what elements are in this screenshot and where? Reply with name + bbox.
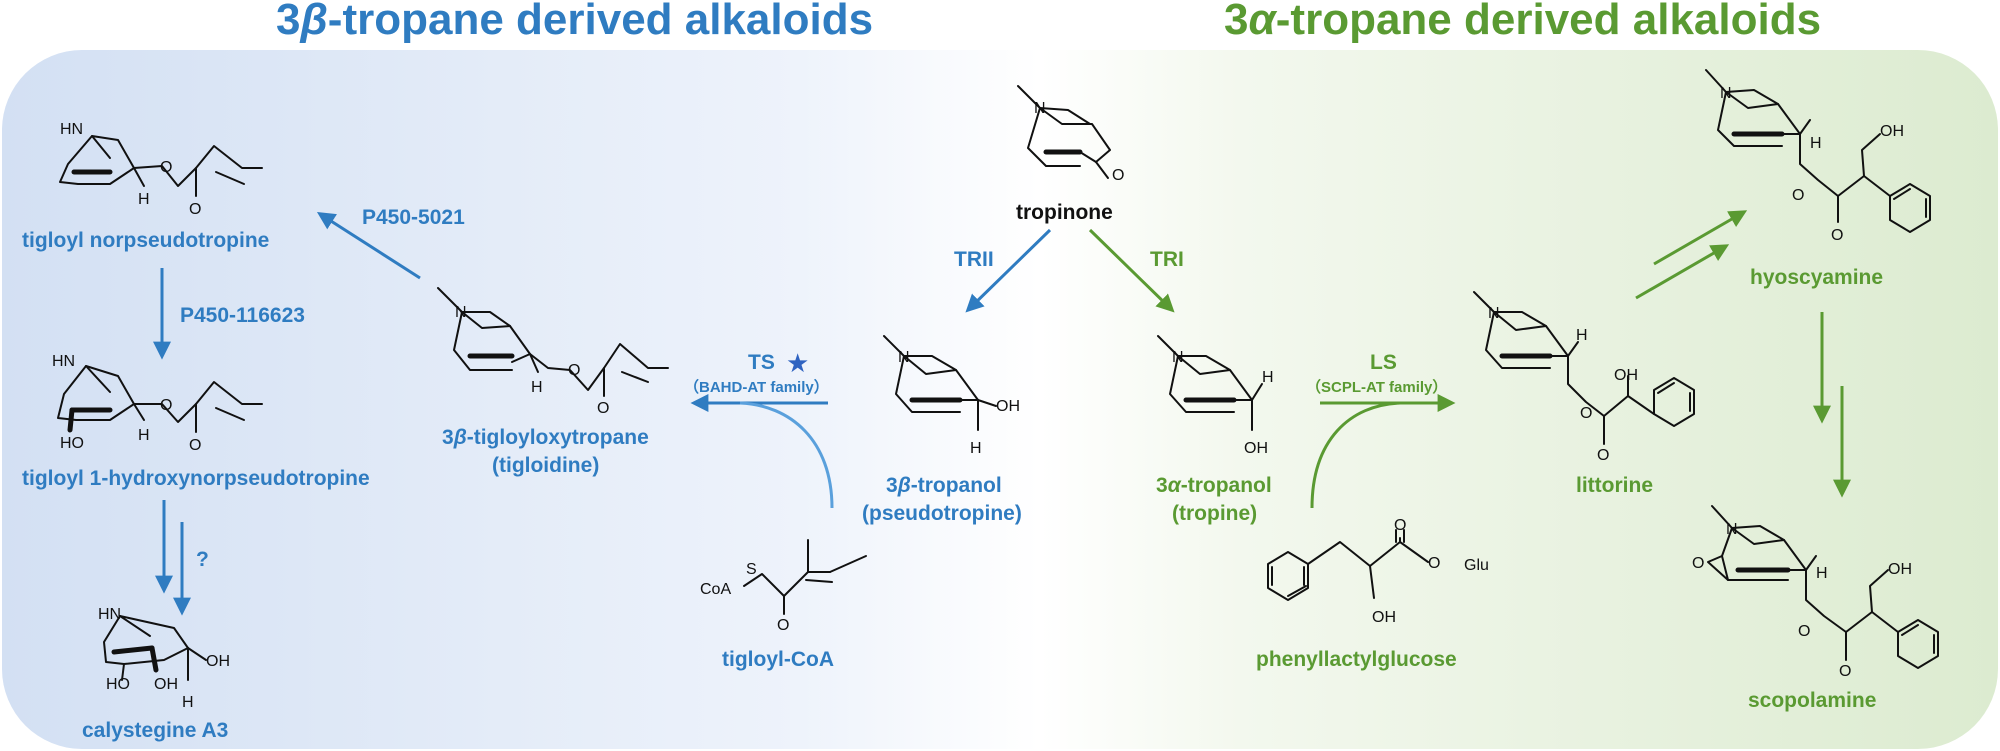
ts-star-icon: ★ xyxy=(786,349,809,379)
arrow-to-hyoscyamine-1 xyxy=(1653,210,1748,266)
label-tropinone: tropinone xyxy=(1016,201,1113,224)
enzyme-unknown: ? xyxy=(196,548,209,571)
hyo-OH: OH xyxy=(1880,123,1904,140)
thn-H: H xyxy=(138,427,150,444)
label-tigloyl-hydroxynorpseudotropine: tigloyl 1-hydroxynorpseudotropine xyxy=(22,467,370,490)
plg-O: O xyxy=(1394,517,1406,534)
thn-O2: O xyxy=(189,437,201,454)
pst-H: H xyxy=(970,440,982,457)
label-tigloyl-norpseudotropine: tigloyl norpseudotropine xyxy=(22,229,269,252)
header-3beta: 3β-tropane derived alkaloids xyxy=(276,0,873,44)
lit-OH: OH xyxy=(1614,367,1638,384)
lit-O2: O xyxy=(1597,447,1609,464)
tcoa-O: O xyxy=(777,617,789,634)
trp-OH: OH xyxy=(1244,440,1268,457)
scop-OH: OH xyxy=(1888,561,1912,578)
hyo-O: O xyxy=(1792,187,1804,204)
tig-O2: O xyxy=(597,400,609,417)
calystegine-structure: HN OH HO OH H xyxy=(98,606,230,711)
tnp-HN: HN xyxy=(60,121,83,138)
enzyme-trii: TRII xyxy=(954,248,994,271)
enzyme-p450-116623: P450-116623 xyxy=(180,304,305,327)
caly-HN: HN xyxy=(98,606,121,623)
label-tigloidine-1: 3β-tigloyloxytropane xyxy=(442,426,649,449)
hyo-O2: O xyxy=(1831,227,1843,244)
tigloidine-structure: N H O O xyxy=(437,287,669,417)
caly-H: H xyxy=(182,694,194,711)
tnp-H: H xyxy=(138,191,150,208)
label-tropine-2: (tropine) xyxy=(1172,502,1257,525)
tnp-O: O xyxy=(160,159,172,176)
caly-HO: HO xyxy=(106,676,130,693)
enzyme-p450-5021: P450-5021 xyxy=(362,206,465,229)
thn-HO: HO xyxy=(60,435,84,452)
scop-O2: O xyxy=(1839,663,1851,680)
arrow-p450-5021 xyxy=(316,212,421,280)
enzyme-ls: LS xyxy=(1370,351,1397,374)
tig-N: N xyxy=(455,304,467,321)
caly-OH2: OH xyxy=(154,676,178,693)
label-tigloidine-2: (tigloidine) xyxy=(492,454,599,477)
tnp-O2: O xyxy=(189,201,201,218)
scop-O: O xyxy=(1798,623,1810,640)
pst-OH: OH xyxy=(996,398,1020,415)
pst-N: N xyxy=(898,349,910,366)
tcoa-CoA: CoA xyxy=(700,581,731,598)
caly-OH: OH xyxy=(206,653,230,670)
scop-O-epoxide: O xyxy=(1692,555,1704,572)
label-calystegine: calystegine A3 xyxy=(82,719,228,742)
thn-O: O xyxy=(160,397,172,414)
lit-N: N xyxy=(1488,305,1500,322)
tropinone-structure: N O xyxy=(1017,85,1124,184)
label-phenyllactylglucose: phenyllactylglucose xyxy=(1256,648,1457,671)
tigloyl-hydroxynorpseudotropine-structure: HN HO H O O xyxy=(52,353,263,454)
arrow-to-hyoscyamine-2 xyxy=(1635,244,1730,300)
label-pseudotropine-1: 3β-tropanol xyxy=(886,474,1002,497)
arrow-ls-curve xyxy=(1310,401,1401,509)
enzyme-tri: TRI xyxy=(1150,248,1184,271)
hyo-H: H xyxy=(1810,135,1822,152)
phenyllactylglucose-structure: O O Glu OH xyxy=(1267,517,1489,626)
arrow-tri xyxy=(1088,228,1175,313)
tigloyl-coa-structure: CoA S O xyxy=(700,539,867,634)
tcoa-S: S xyxy=(746,561,757,578)
header-3alpha: 3α-tropane derived alkaloids xyxy=(1224,0,1821,44)
plg-Glu: Glu xyxy=(1464,557,1489,574)
littorine-structure: N H OH O O xyxy=(1473,291,1695,464)
hyo-N: N xyxy=(1720,85,1732,102)
enzyme-ls-family: （SCPL-AT family） xyxy=(1306,378,1447,396)
lit-H: H xyxy=(1576,327,1588,344)
scop-N: N xyxy=(1726,521,1738,538)
tropine-structure: N H OH xyxy=(1157,335,1274,457)
tig-O: O xyxy=(568,362,580,379)
tropinone-N: N xyxy=(1034,100,1046,117)
scop-H: H xyxy=(1816,565,1828,582)
plg-OH: OH xyxy=(1372,609,1396,626)
trp-N: N xyxy=(1172,349,1184,366)
pseudotropine-structure: N OH H xyxy=(883,335,1020,457)
tigloyl-norpseudotropine-structure: HN H O O xyxy=(59,121,263,218)
lit-O: O xyxy=(1580,405,1592,422)
background-panel xyxy=(2,50,1998,749)
label-hyoscyamine: hyoscyamine xyxy=(1750,266,1883,289)
label-scopolamine: scopolamine xyxy=(1748,689,1876,712)
tig-H: H xyxy=(531,379,543,396)
arrow-ts-curve xyxy=(739,401,834,509)
enzyme-ts-family: （BAHD-AT family） xyxy=(684,378,829,396)
arrow-trii xyxy=(965,228,1052,313)
label-littorine: littorine xyxy=(1576,474,1653,497)
trp-H: H xyxy=(1262,369,1274,386)
hyoscyamine-structure: N H OH O O xyxy=(1705,69,1931,244)
enzyme-ts: TS xyxy=(748,351,775,374)
tropinone-O: O xyxy=(1112,167,1124,184)
scopolamine-structure: N O H OH O O xyxy=(1692,505,1939,680)
thn-HN: HN xyxy=(52,353,75,370)
label-pseudotropine-2: (pseudotropine) xyxy=(862,502,1022,525)
label-tigloyl-coa: tigloyl-CoA xyxy=(722,648,834,671)
plg-O2: O xyxy=(1428,555,1440,572)
label-tropine-1: 3α-tropanol xyxy=(1156,474,1272,497)
